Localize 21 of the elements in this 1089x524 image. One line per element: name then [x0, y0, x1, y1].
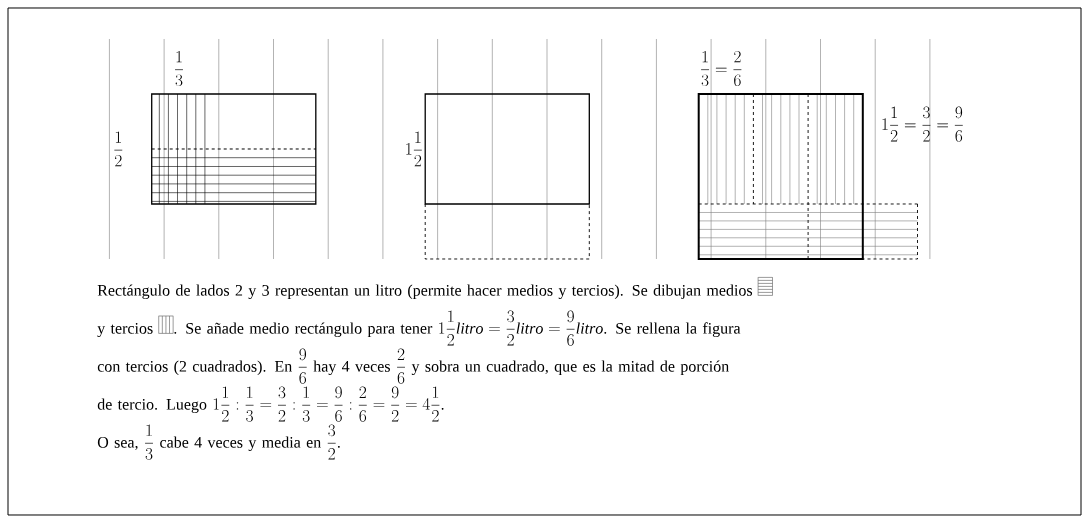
label: cabe 4 veces y media en — [160, 436, 321, 452]
fraction-label: $\frac{1}{3}$ — [175, 50, 183, 87]
fraction-label: $1\frac{1}{2}=\frac{3}{2}=\frac{9}{6}$ — [882, 106, 963, 142]
fraction-label: $1\frac{1}{2}$ — [406, 131, 422, 167]
text-line: con tercios (2 cuadrados). En $\frac{9}{6}$ hay 4 veces $\frac{2}{6}$ y sobra un cuadrado, que es la mitad de porción — [97, 348, 729, 384]
fraction-label: $\frac{1}{3}=\frac{2}{6}$ — [701, 50, 742, 87]
label: y sobra un cuadrado, que es la mitad de porción — [411, 360, 729, 376]
label: $\frac{1}{3}$ — [145, 424, 153, 460]
label: $\frac{9}{6}$ — [298, 348, 307, 384]
label: $\frac{2}{6}$ — [397, 348, 405, 384]
label: hay 4 veces — [313, 360, 390, 376]
label: . — [337, 445, 340, 448]
label: $\frac{3}{2}$ — [327, 424, 336, 460]
text-line: . Se añade medio rectángulo para tener $1\frac{1}{2}\mathit{litro} = \frac{3}{2}\mathit{litro} = \frac{9}{6}\mathit{litro}$. Se rellena la figura — [174, 310, 741, 346]
text-line: y tercios — [97, 323, 153, 338]
fraction-label: $\frac{1}{2}$ — [114, 131, 123, 167]
text-line: Rectángulo de lados 2 y 3 representan un litro (permite hacer medios y tercios). Se dibujan medios — [97, 284, 753, 300]
text-line: de tercio. Luego $1\frac{1}{2} : \frac{1}{3} = \frac{3}{2} : \frac{1}{3} = \frac{9}{6} : \frac{2}{6} = \frac{9}{2} = 4\frac{1}{2}$. — [97, 386, 444, 422]
label: con tercios (2 cuadrados). En — [97, 360, 293, 375]
label: O sea, — [97, 437, 138, 451]
text-line: O sea, $\frac{1}{3}$ cabe 4 veces y media en $\frac{3}{2}$. — [97, 424, 340, 460]
